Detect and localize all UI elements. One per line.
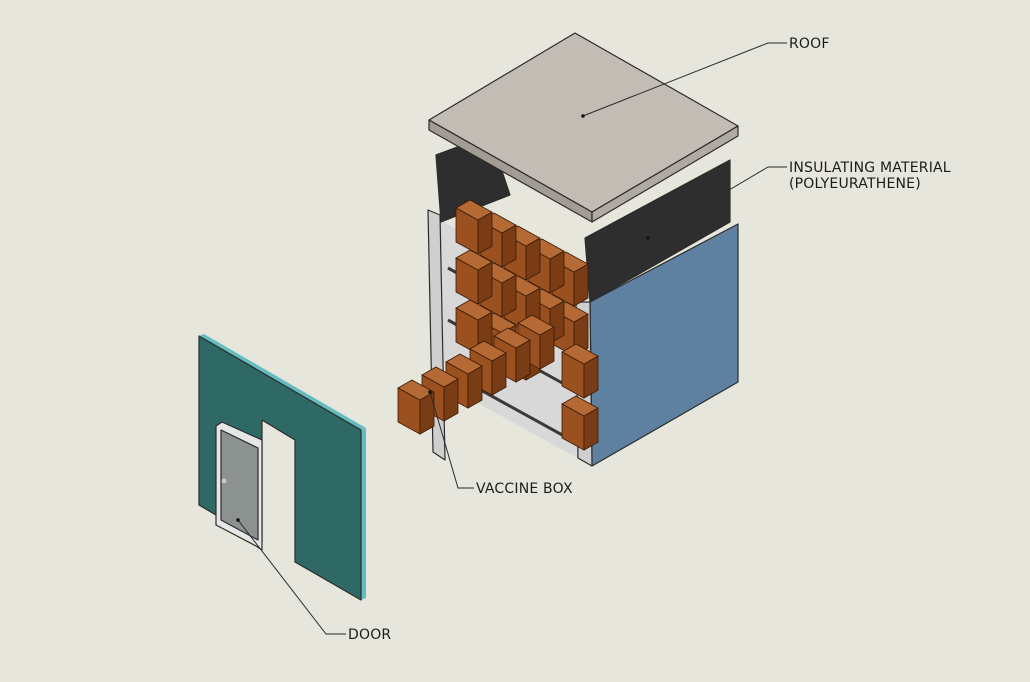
vaccine-box-label: VACCINE BOX xyxy=(476,481,573,497)
leader-lines xyxy=(236,42,787,635)
roof xyxy=(428,32,739,223)
roof-leader-dot xyxy=(581,114,585,118)
insulation-label: INSULATING MATERIAL xyxy=(789,160,951,176)
vaccine-box xyxy=(455,199,493,255)
door-glass-icon xyxy=(220,429,259,541)
door-label: DOOR xyxy=(348,627,391,643)
vaccine-box xyxy=(455,299,493,355)
vaccine-box xyxy=(561,395,599,451)
insulation-leader-dot xyxy=(646,236,650,240)
door-wall-top-edge xyxy=(199,334,366,430)
vaccine-box-leader xyxy=(429,391,474,489)
door-assembly xyxy=(198,334,366,601)
callout-labels: ROOF INSULATING MATERIAL (POLYEURATHENE)… xyxy=(348,36,951,643)
door-wall-side-edge xyxy=(361,428,366,600)
vaccine-box xyxy=(561,343,599,399)
roof-right-edge xyxy=(591,125,739,223)
door-handle-icon xyxy=(221,478,227,484)
vaccine-box xyxy=(455,249,493,305)
vaccine-box-leader-dot xyxy=(428,390,432,394)
vaccine-box xyxy=(397,379,435,435)
door-leader xyxy=(237,519,346,635)
insulation-label-sub: (POLYEURATHENE) xyxy=(789,176,921,192)
roof-leader xyxy=(582,42,787,117)
vaccine-box-stack xyxy=(397,199,599,451)
roof-label: ROOF xyxy=(789,36,830,52)
insulation-leader xyxy=(647,166,787,239)
door-leader-dot xyxy=(236,518,240,522)
